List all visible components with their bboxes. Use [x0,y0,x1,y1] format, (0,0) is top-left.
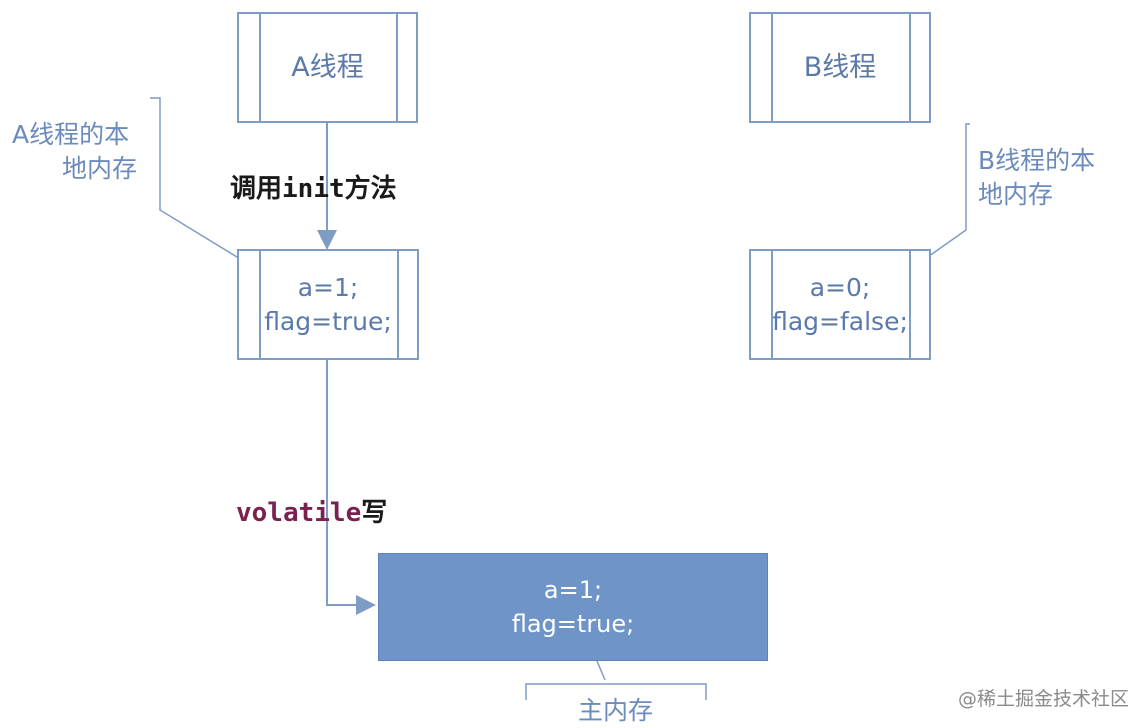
main-memory-line1: a=1; [543,576,603,604]
callout-main-memory-bracket [525,683,707,700]
volatile-write-code: volatile [236,498,362,528]
thread-b-local-memory-label: B线程的本 地内存 [978,144,1095,212]
thread-a-local-memory-box: a=1; flag=true; [237,249,419,360]
init-call-prefix: 调用 [230,174,283,204]
thread-a-local-line2: flag=true; [264,306,392,336]
thread-b-local-memory-label-line1: B线程的本 [978,146,1096,175]
init-call-label: 调用init方法 [230,168,397,205]
callout-b-local-memory [914,123,970,267]
thread-b-local-line1: a=0; [809,272,871,302]
thread-b-local-memory-label-line2: 地内存 [978,180,1054,209]
thread-b-title: B线程 [803,51,877,83]
thread-b-local-memory-box: a=0; flag=false; [749,249,931,360]
init-call-suffix: 方法 [344,174,397,204]
thread-a-box: A线程 [237,12,418,123]
thread-b-box: B线程 [749,12,931,123]
volatile-write-label: volatile写 [236,492,387,529]
main-memory-label: 主内存 [578,696,654,725]
thread-a-local-memory-label: A线程的本 地内存 [12,118,137,186]
thread-a-local-memory-label-line2: 地内存 [62,154,138,183]
watermark: @稀土掘金技术社区 [958,688,1130,710]
thread-a-local-memory-label-line1: A线程的本 [12,120,130,149]
init-call-code: init [282,174,345,204]
main-memory-box: a=1; flag=true; [378,553,768,661]
main-memory-line2: flag=true; [511,610,635,638]
thread-b-local-line2: flag=false; [772,306,908,336]
arrow-volatile-write [326,360,376,615]
thread-a-local-line1: a=1; [297,272,359,302]
callout-main-memory [596,660,606,681]
volatile-write-suffix: 写 [361,498,388,528]
callout-a-local-memory [150,97,256,269]
thread-a-title: A线程 [291,51,364,83]
